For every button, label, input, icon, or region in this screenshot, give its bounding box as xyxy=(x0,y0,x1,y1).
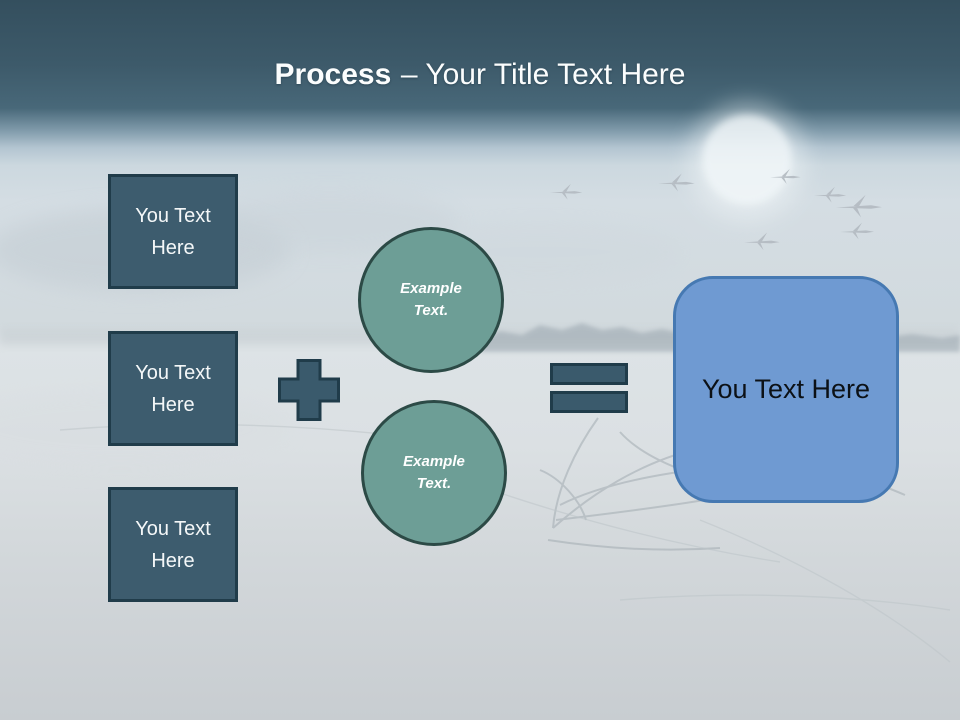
plus-shape[interactable] xyxy=(278,359,340,421)
text-box-1[interactable]: You Text Here xyxy=(108,174,238,289)
slide-title[interactable]: Process– Your Title Text Here xyxy=(0,57,960,93)
moon xyxy=(687,102,807,222)
result-box-label: You Text Here xyxy=(701,374,871,404)
equals-icon xyxy=(550,363,628,385)
text-box-3[interactable]: You Text Here xyxy=(108,487,238,602)
slide-title-emphasis: Process xyxy=(274,58,392,91)
text-box-1-label: You Text Here xyxy=(135,204,211,259)
example-circle-2[interactable]: Example Text. xyxy=(361,400,507,546)
equals-icon xyxy=(550,391,628,413)
text-box-2-label: You Text Here xyxy=(135,361,211,416)
slide-title-rest: – Your Title Text Here xyxy=(400,58,686,91)
result-box[interactable]: You Text Here xyxy=(673,276,899,503)
plus-icon xyxy=(278,359,340,421)
text-box-2[interactable]: You Text Here xyxy=(108,331,238,446)
example-circle-1[interactable]: Example Text. xyxy=(358,227,504,373)
text-box-3-label: You Text Here xyxy=(135,517,211,572)
example-circle-1-label: Example Text. xyxy=(400,280,462,319)
example-circle-2-label: Example Text. xyxy=(403,453,465,492)
equals-shape[interactable] xyxy=(550,363,628,413)
